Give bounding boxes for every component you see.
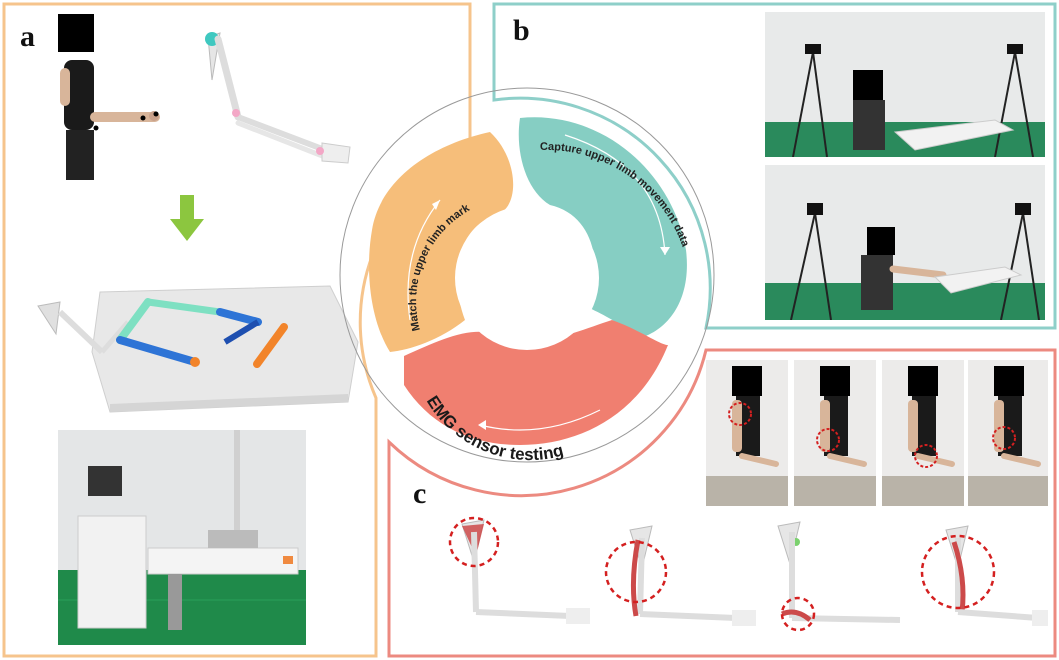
panel-label-c: c — [413, 477, 427, 510]
panel-label-b: b — [513, 14, 530, 47]
emg-photo-2 — [794, 360, 876, 506]
segment-capture-data — [518, 117, 687, 338]
muscle-model-3 — [777, 521, 901, 632]
emg-photo-4 — [968, 360, 1048, 506]
segment-match-markers — [369, 132, 514, 352]
capture-photo-bottom — [765, 165, 1045, 320]
rehab-platform-model — [37, 285, 359, 413]
skeleton-arm-model — [205, 32, 351, 164]
emg-photo-strip — [706, 360, 1048, 506]
muscle-model-row — [448, 516, 1048, 632]
emg-photo-3 — [882, 360, 964, 506]
muscle-model-1 — [448, 516, 590, 624]
capture-photo-top — [765, 12, 1045, 157]
muscle-model-2 — [604, 525, 756, 626]
panel-b-border — [492, 2, 1057, 330]
panel-c-border — [387, 348, 1057, 658]
segment-emg-testing — [404, 320, 668, 445]
emg-photo-1 — [706, 360, 788, 506]
subject-standing-photo — [50, 12, 180, 180]
down-arrow-icon — [170, 195, 204, 241]
muscle-model-4 — [920, 525, 1048, 626]
device-photo — [58, 430, 306, 645]
panel-label-a: a — [20, 20, 35, 53]
